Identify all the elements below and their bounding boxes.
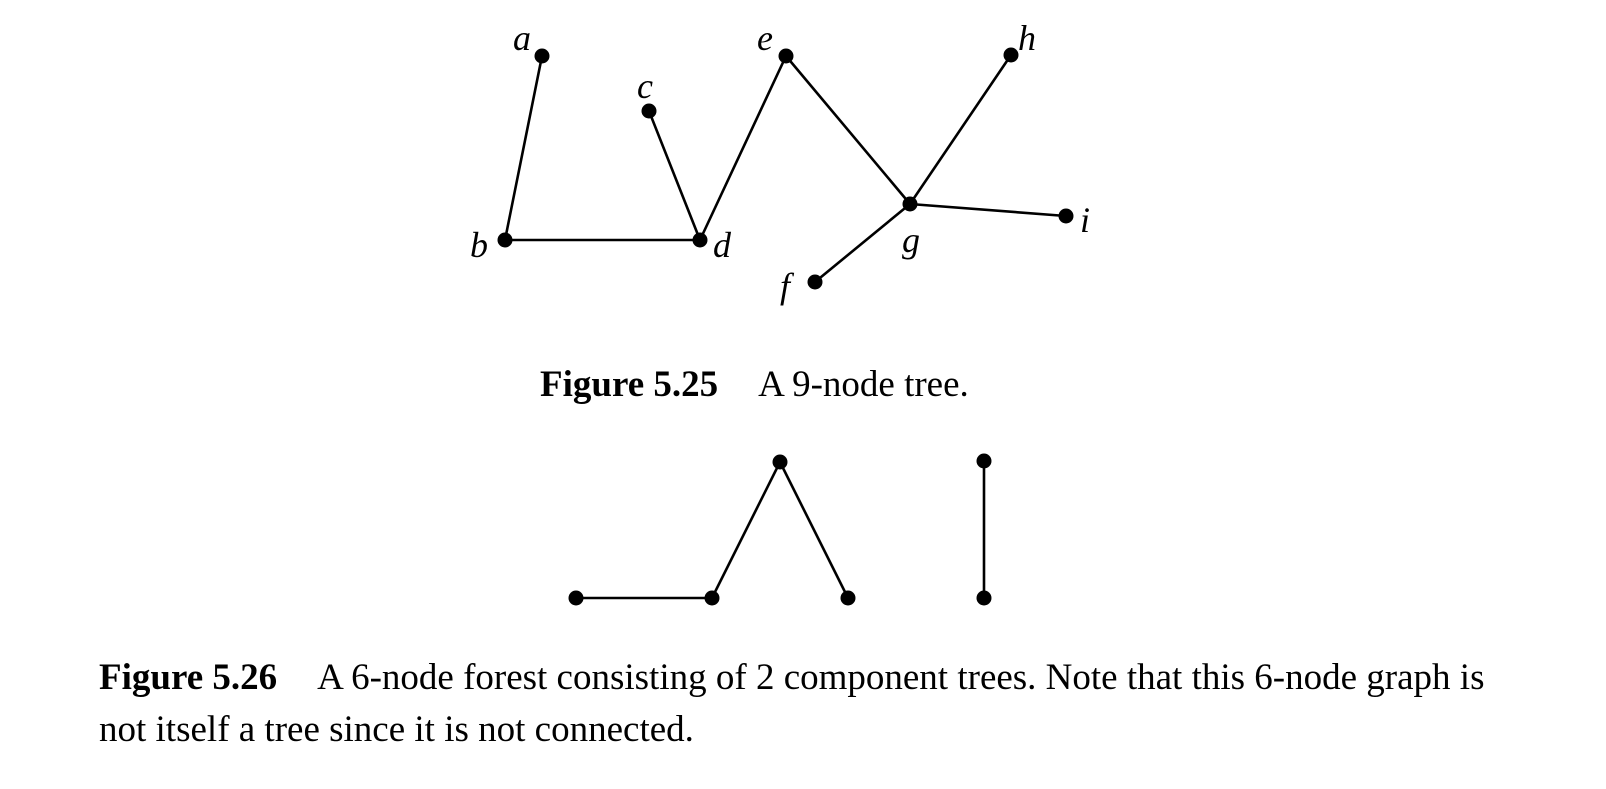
tree-edge-g-h	[908, 53, 1013, 206]
tree-label-g: g	[902, 220, 920, 260]
tree-node-b	[497, 232, 513, 248]
figure-5-25-number: Figure 5.25	[540, 364, 719, 405]
tree-node-a	[534, 48, 550, 64]
forest-edge-n3-n4	[778, 460, 850, 600]
forest-node-n4	[840, 590, 856, 606]
tree-edge-g-i	[908, 202, 1068, 218]
tree-label-d: d	[713, 225, 732, 265]
nine-node-tree: a b c d e f g h i	[470, 18, 1090, 306]
tree-node-f	[807, 274, 823, 290]
tree-label-b: b	[470, 225, 488, 265]
tree-label-i: i	[1080, 200, 1090, 240]
figure-5-25-caption: Figure 5.25 A 9-node tree.	[540, 359, 969, 411]
tree-node-e	[778, 48, 794, 64]
tree-node-g	[902, 196, 918, 212]
tree-edge-a-b	[503, 54, 544, 242]
tree-node-h	[1003, 47, 1019, 63]
forest-node-n1	[568, 590, 584, 606]
forest-node-n3	[772, 454, 788, 470]
tree-edge-d-e	[698, 54, 788, 242]
tree-label-f: f	[780, 266, 795, 306]
six-node-forest	[568, 453, 992, 606]
forest-node-n2	[704, 590, 720, 606]
figure-5-26-text: A 6-node forest consisting of 2 componen…	[99, 657, 1485, 750]
figure-5-25-text: A 9-node tree.	[758, 364, 969, 405]
tree-label-h: h	[1018, 18, 1036, 58]
tree-edge-g-f	[813, 202, 912, 284]
tree-node-d	[692, 232, 708, 248]
forest-edge-n2-n3	[710, 460, 782, 600]
tree-node-c	[641, 103, 657, 119]
tree-label-e: e	[757, 18, 773, 58]
tree-label-a: a	[513, 18, 531, 58]
forest-node-n5	[976, 453, 992, 469]
forest-node-n6	[976, 590, 992, 606]
tree-label-c: c	[637, 66, 653, 106]
tree-node-i	[1058, 208, 1074, 224]
tree-edge-c-d	[647, 109, 702, 242]
figure-5-26-number: Figure 5.26	[99, 657, 278, 698]
tree-edge-e-g	[784, 54, 912, 206]
